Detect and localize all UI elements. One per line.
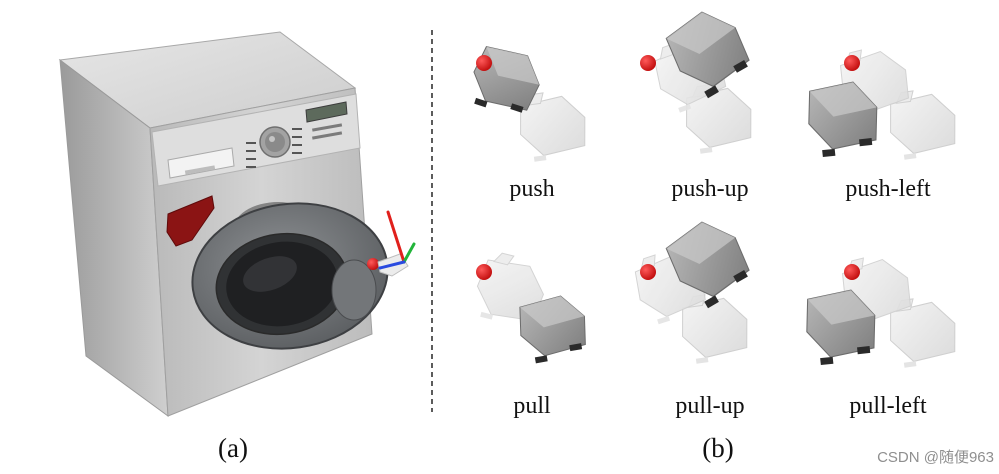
action-label-pull: pull xyxy=(513,393,551,419)
action-label-pull-up: pull-up xyxy=(675,393,744,419)
door-ring xyxy=(191,202,389,350)
pose-push-left xyxy=(804,40,961,162)
washing-machine-illustration xyxy=(58,31,416,418)
marker-ball-icon xyxy=(844,264,860,280)
handle-marker xyxy=(166,195,215,247)
marker-ball-icon xyxy=(476,55,492,71)
coordinate-axes-icon xyxy=(378,210,416,270)
marker-ball-icon xyxy=(844,55,860,71)
panel-b-label: (b) xyxy=(702,433,733,463)
action-label-push-up: push-up xyxy=(671,176,748,202)
action-label-push-left: push-left xyxy=(845,176,931,202)
marker-ball-icon xyxy=(476,264,492,280)
pose-pull xyxy=(469,248,592,366)
marker-ball-icon xyxy=(367,258,379,270)
pose-pull-left xyxy=(802,248,961,370)
pose-push xyxy=(464,41,591,164)
action-label-push: push xyxy=(509,176,554,202)
action-label-pull-left: pull-left xyxy=(849,393,927,419)
marker-ball-icon xyxy=(640,55,656,71)
marker-ball-icon xyxy=(640,264,656,280)
watermark: CSDN @随便963 xyxy=(877,449,994,466)
panel-a-label: (a) xyxy=(218,433,248,463)
pose-push-up xyxy=(640,1,760,156)
pose-pull-up xyxy=(627,211,760,366)
